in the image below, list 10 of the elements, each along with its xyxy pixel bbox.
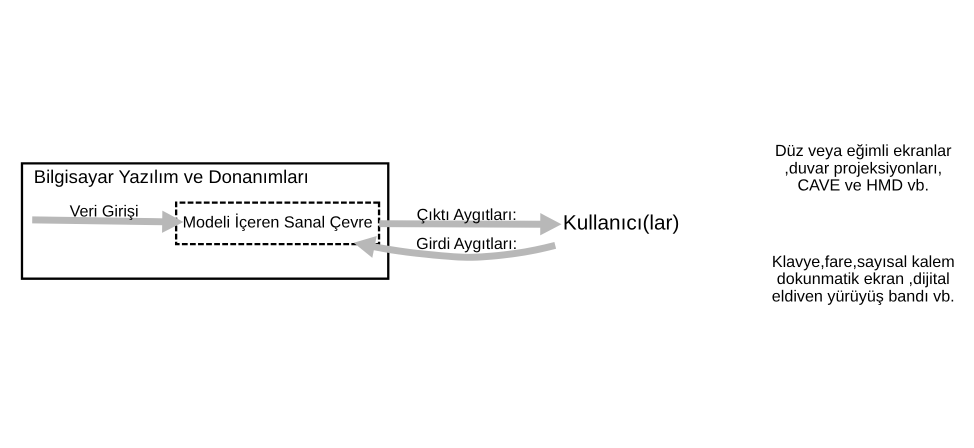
edge-label: Veri Girişi <box>70 202 139 220</box>
arrow <box>379 212 562 235</box>
label: Düz veya eğimli ekranlar ,duvar projeksiyonları, CAVE ve HMD vb. <box>774 142 952 194</box>
edge-label: Çıktı Aygıtları: <box>416 206 517 224</box>
node-box: Modeli İçeren Sanal Çevre <box>174 200 380 245</box>
label: Klavye,fare,sayısal kalem dokunmatik ekran ,dijital eldiven yürüyüş bandı vb. <box>772 252 955 305</box>
node-text: Kullanıcı(lar) <box>562 211 680 234</box>
edge-label: Girdi Aygıtları: <box>416 234 518 252</box>
arrow <box>354 235 556 260</box>
arrow <box>32 210 184 232</box>
